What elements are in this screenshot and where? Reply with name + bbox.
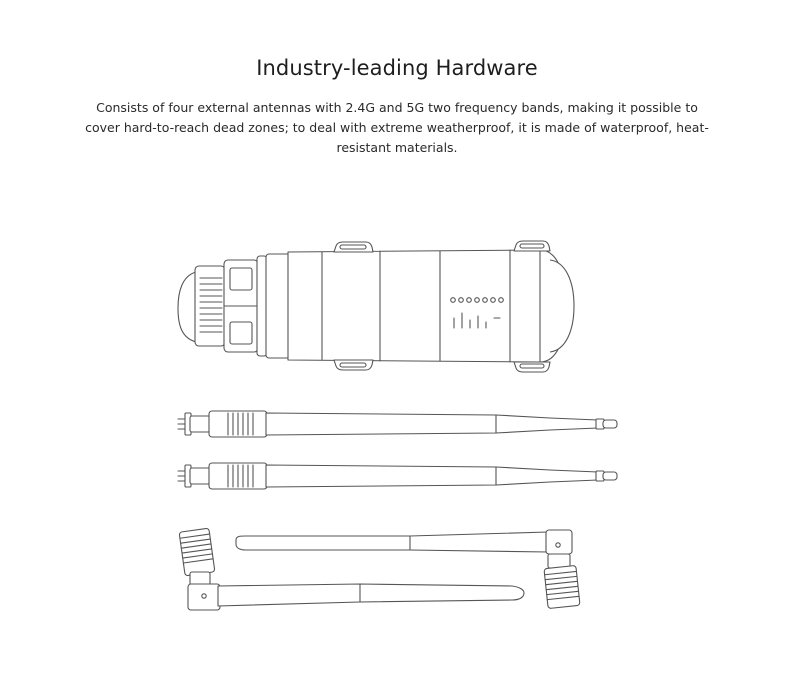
folded-antenna-1 [235, 529, 581, 609]
section-description: Consists of four external antennas with … [85, 100, 709, 155]
straight-antenna-2 [177, 462, 618, 490]
section-title: Industry-leading Hardware [256, 56, 538, 80]
signal-mark [453, 312, 501, 329]
connector-fins [199, 277, 223, 333]
folded-antenna-2 [178, 527, 525, 611]
access-point-unit [177, 240, 575, 373]
straight-antenna-1 [177, 410, 618, 438]
led-indicators [450, 297, 504, 303]
